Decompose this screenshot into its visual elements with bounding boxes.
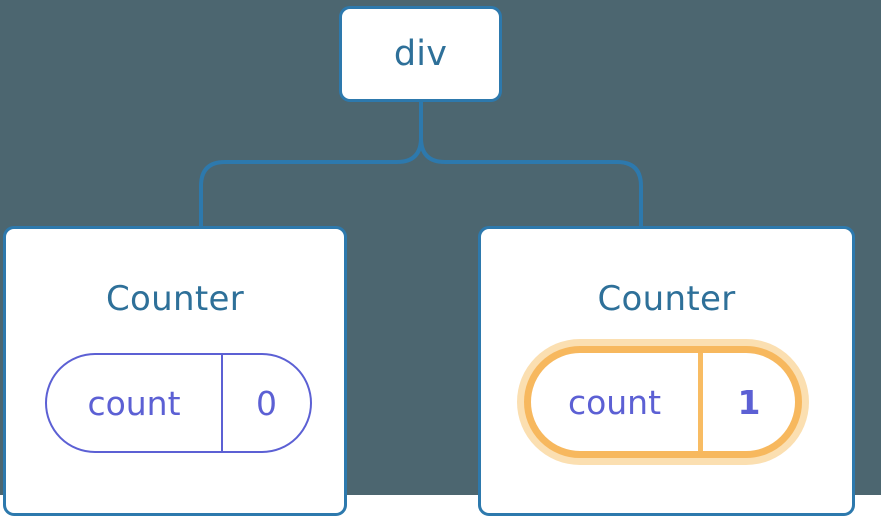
state-key-cell-right: count bbox=[531, 353, 703, 451]
connector-root-to-right-child bbox=[419, 99, 643, 228]
connector-root-to-left-child bbox=[199, 99, 423, 228]
root-node-label: div bbox=[393, 33, 448, 74]
state-pill-left[interactable]: count 0 bbox=[45, 353, 312, 453]
state-key-label-right: count bbox=[567, 382, 662, 422]
state-value-label-left: 0 bbox=[256, 383, 277, 423]
state-value-cell-right: 1 bbox=[703, 353, 795, 451]
counter-title-right: Counter bbox=[597, 279, 736, 319]
state-value-cell-left: 0 bbox=[223, 355, 310, 451]
state-key-label-left: count bbox=[87, 383, 181, 423]
node-root-div[interactable]: div bbox=[339, 6, 502, 102]
node-counter-left[interactable]: Counter count 0 bbox=[3, 226, 347, 516]
state-pill-right[interactable]: count 1 bbox=[524, 346, 802, 458]
state-value-label-right: 1 bbox=[737, 382, 761, 422]
node-counter-right[interactable]: Counter count 1 bbox=[478, 226, 855, 516]
state-pill-right-wrapper[interactable]: count 1 bbox=[517, 339, 809, 465]
tree-connectors bbox=[199, 99, 643, 228]
state-key-cell-left: count bbox=[47, 355, 223, 451]
counter-title-left: Counter bbox=[106, 279, 244, 319]
